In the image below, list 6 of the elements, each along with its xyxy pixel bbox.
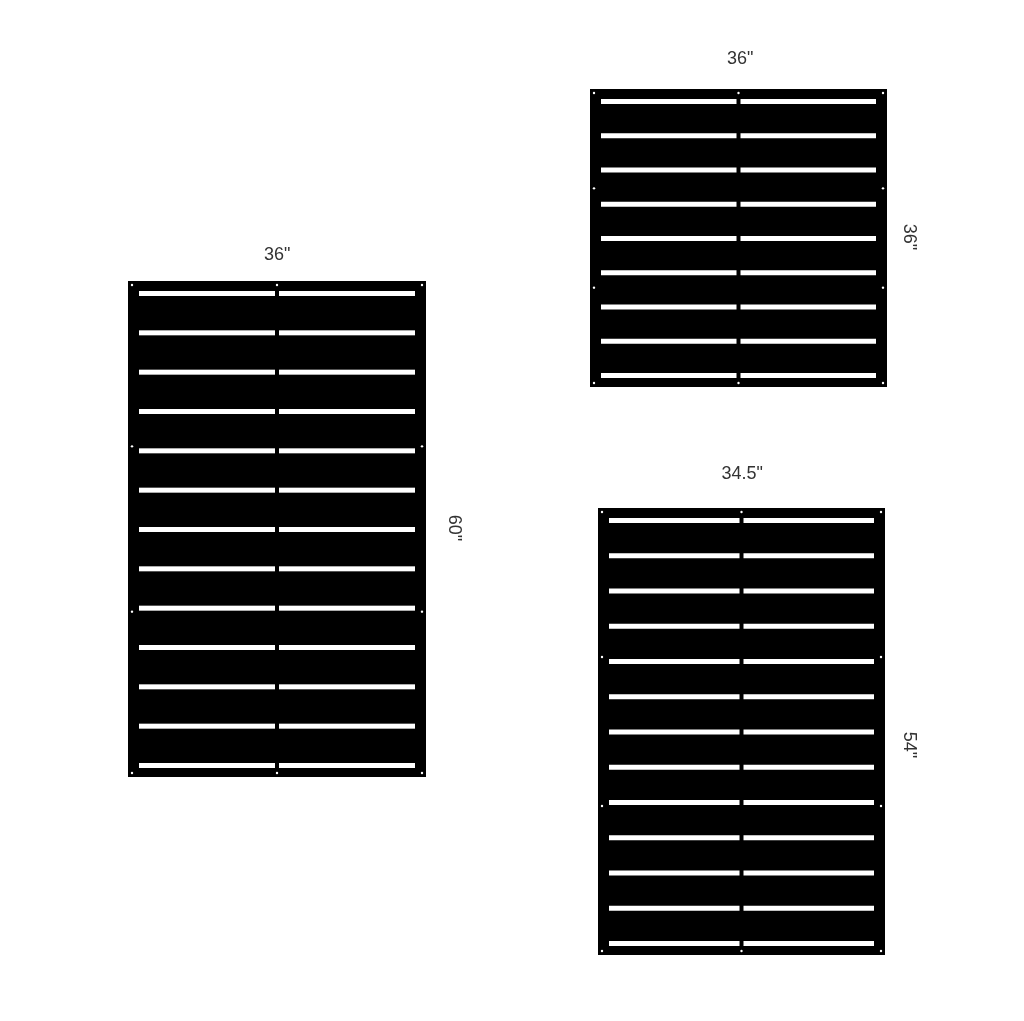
dimension-label: 36": [264, 244, 291, 264]
dimension-label: 54": [900, 731, 921, 759]
dimension-label: 36": [900, 223, 921, 251]
dimension-label: 36": [727, 48, 754, 68]
dimension-label: 34.5": [721, 463, 763, 483]
dimension-label: 60": [445, 514, 466, 542]
